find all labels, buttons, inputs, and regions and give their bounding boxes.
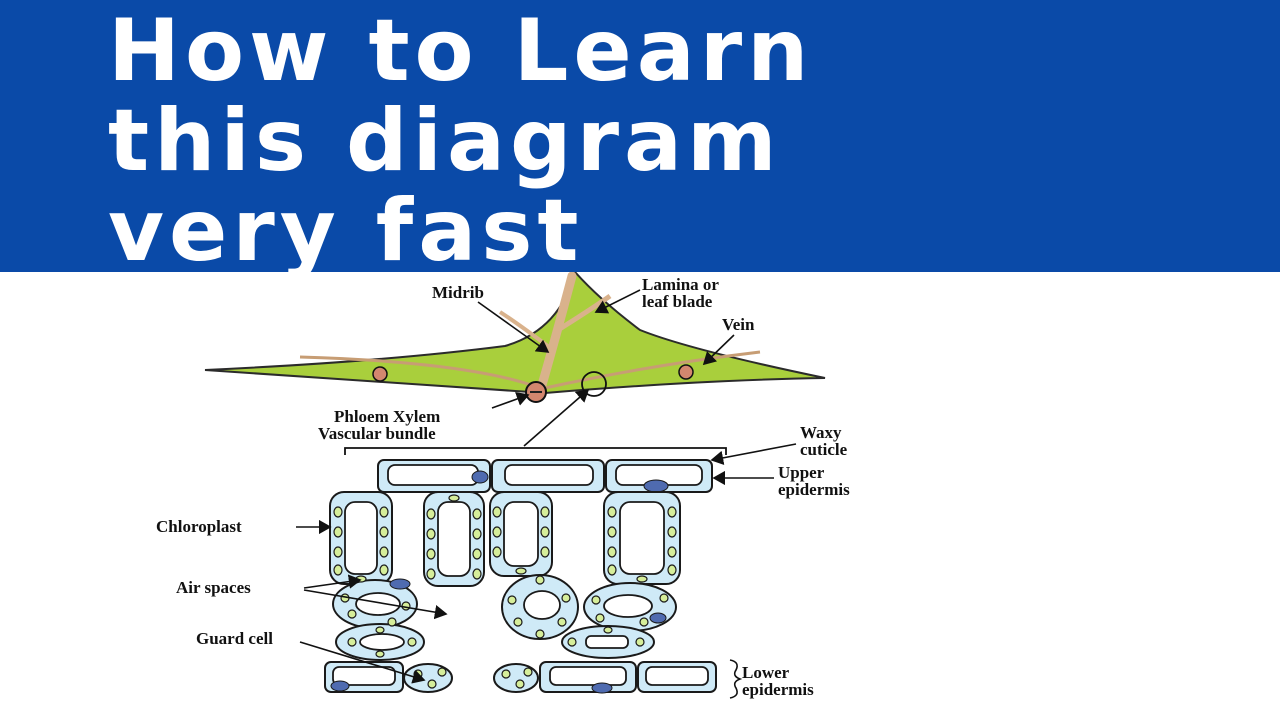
label-upper: Upper xyxy=(778,463,825,482)
arrow-section xyxy=(523,388,590,447)
vein-marker-left xyxy=(372,366,388,382)
leaf-vein-right xyxy=(544,350,761,390)
label-lower: Lower xyxy=(742,663,790,682)
label-midrib: Midrib xyxy=(432,283,484,302)
section-bracket xyxy=(344,447,727,455)
label-phloem-xylem: Phloem Xylem xyxy=(334,407,440,426)
title-banner: How to Learn this diagram very fast xyxy=(0,0,1280,278)
palisade-layer xyxy=(329,491,681,587)
label-upper-epidermis: epidermis xyxy=(778,480,850,499)
label-waxy: Waxy xyxy=(800,423,842,442)
section-circle-marker xyxy=(581,371,607,397)
arrow-phloem-xylem xyxy=(491,392,530,409)
arrow-vein xyxy=(702,334,735,366)
leaf-midrib xyxy=(535,272,577,397)
lower-epidermis-brace xyxy=(729,659,743,699)
label-guard-cell: Guard cell xyxy=(196,629,273,648)
leaf-illustration xyxy=(204,272,826,403)
label-vein: Vein xyxy=(722,315,755,334)
label-vascular-bundle: Vascular bundle xyxy=(318,424,436,443)
label-lower-epidermis: epidermis xyxy=(742,680,814,699)
vein-marker-right xyxy=(678,364,694,380)
label-lamina-1: Lamina or xyxy=(642,275,719,294)
chloroplasts xyxy=(333,494,677,689)
label-lamina-2: leaf blade xyxy=(642,292,713,311)
label-chloroplast: Chloroplast xyxy=(156,517,242,536)
spongy-layer xyxy=(332,574,677,661)
arrow-air-space-1 xyxy=(303,574,362,589)
leaf-section-diagram: Midrib Lamina or leaf blade Vein Phloem … xyxy=(156,272,850,699)
label-air-spaces: Air spaces xyxy=(176,578,251,597)
arrow-guard-cell xyxy=(299,641,426,684)
leaf-midrib-branch xyxy=(556,293,612,333)
arrow-lamina xyxy=(594,289,641,314)
leaf-vein-left xyxy=(299,355,541,390)
arrow-air-space-2 xyxy=(303,589,448,620)
lower-epidermis xyxy=(324,661,717,694)
upper-epidermis xyxy=(377,459,713,493)
title-line-3: very fast xyxy=(108,181,584,281)
title-line-1: How to Learn xyxy=(108,1,814,101)
leaf-blade xyxy=(204,272,826,395)
arrow-waxy-cuticle xyxy=(710,443,797,465)
label-cuticle: cuticle xyxy=(800,440,848,459)
arrow-midrib xyxy=(477,301,550,353)
title-line-2: this diagram xyxy=(108,91,782,191)
